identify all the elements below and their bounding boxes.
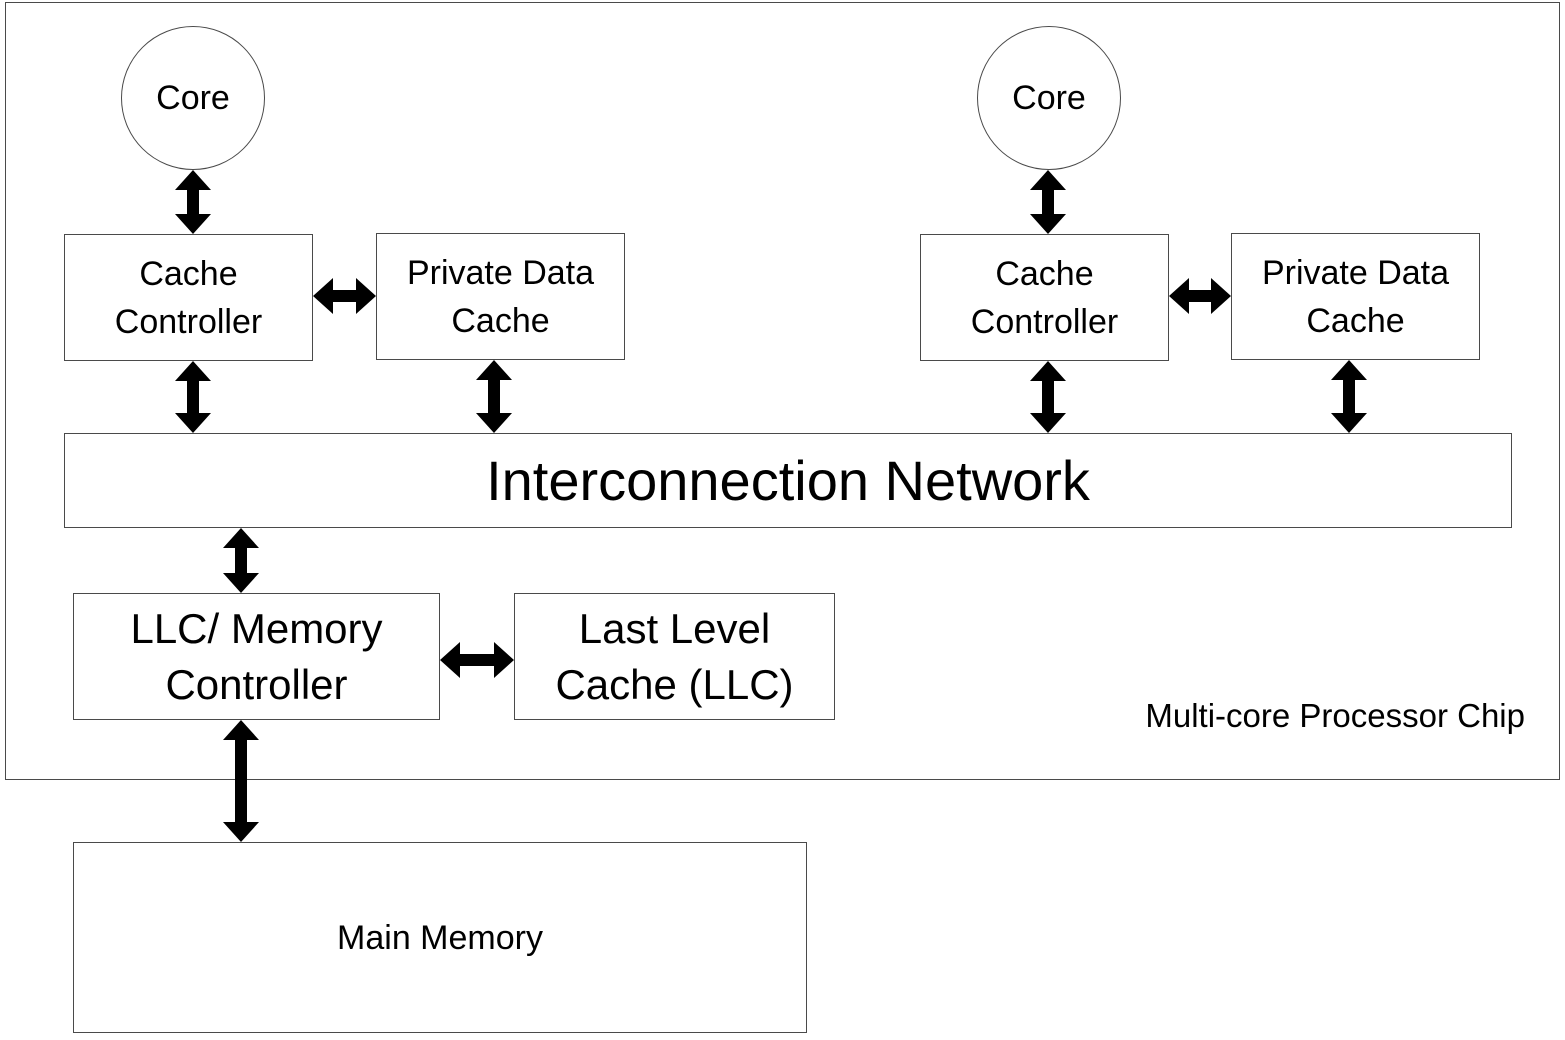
llc-memory-controller: LLC/ Memory Controller <box>73 593 440 720</box>
arrow-core2-cachectrl2 <box>1030 170 1066 234</box>
private-data-cache-1: Private Data Cache <box>376 233 625 360</box>
arrow-cachectrl1-privcache1 <box>313 278 376 314</box>
main-memory: Main Memory <box>73 842 807 1033</box>
core-1-label: Core <box>156 79 230 117</box>
interconnection-network: Interconnection Network <box>64 433 1512 528</box>
private-data-cache-1-label: Private Data Cache <box>406 253 595 340</box>
arrow-cachectrl1-network <box>175 361 211 433</box>
private-data-cache-2: Private Data Cache <box>1231 233 1480 360</box>
arrow-privcache1-network <box>476 360 512 433</box>
interconnection-network-label: Interconnection Network <box>486 448 1090 512</box>
main-memory-label: Main Memory <box>337 918 543 957</box>
core-2: Core <box>977 26 1121 170</box>
llc-memory-controller-label: LLC/ Memory Controller <box>130 604 383 708</box>
cache-controller-2: Cache Controller <box>920 234 1169 361</box>
arrow-network-llcctrl <box>223 528 259 593</box>
arrow-cachectrl2-network <box>1030 361 1066 433</box>
chip-label: Multi-core Processor Chip <box>1145 697 1525 734</box>
arrow-llcctrl-mainmemory <box>223 720 259 842</box>
private-data-cache-2-label: Private Data Cache <box>1261 253 1450 340</box>
core-1: Core <box>121 26 265 170</box>
cache-controller-1-label: Cache Controller <box>114 254 263 341</box>
arrow-cachectrl2-privcache2 <box>1169 278 1231 314</box>
cache-controller-2-label: Cache Controller <box>970 254 1119 341</box>
last-level-cache: Last Level Cache (LLC) <box>514 593 835 720</box>
cache-controller-1: Cache Controller <box>64 234 313 361</box>
core-2-label: Core <box>1012 79 1086 117</box>
arrow-privcache2-network <box>1331 360 1367 433</box>
arrow-core1-cachectrl1 <box>175 170 211 234</box>
arrow-llcctrl-llc <box>440 642 514 678</box>
last-level-cache-label: Last Level Cache (LLC) <box>555 604 794 708</box>
